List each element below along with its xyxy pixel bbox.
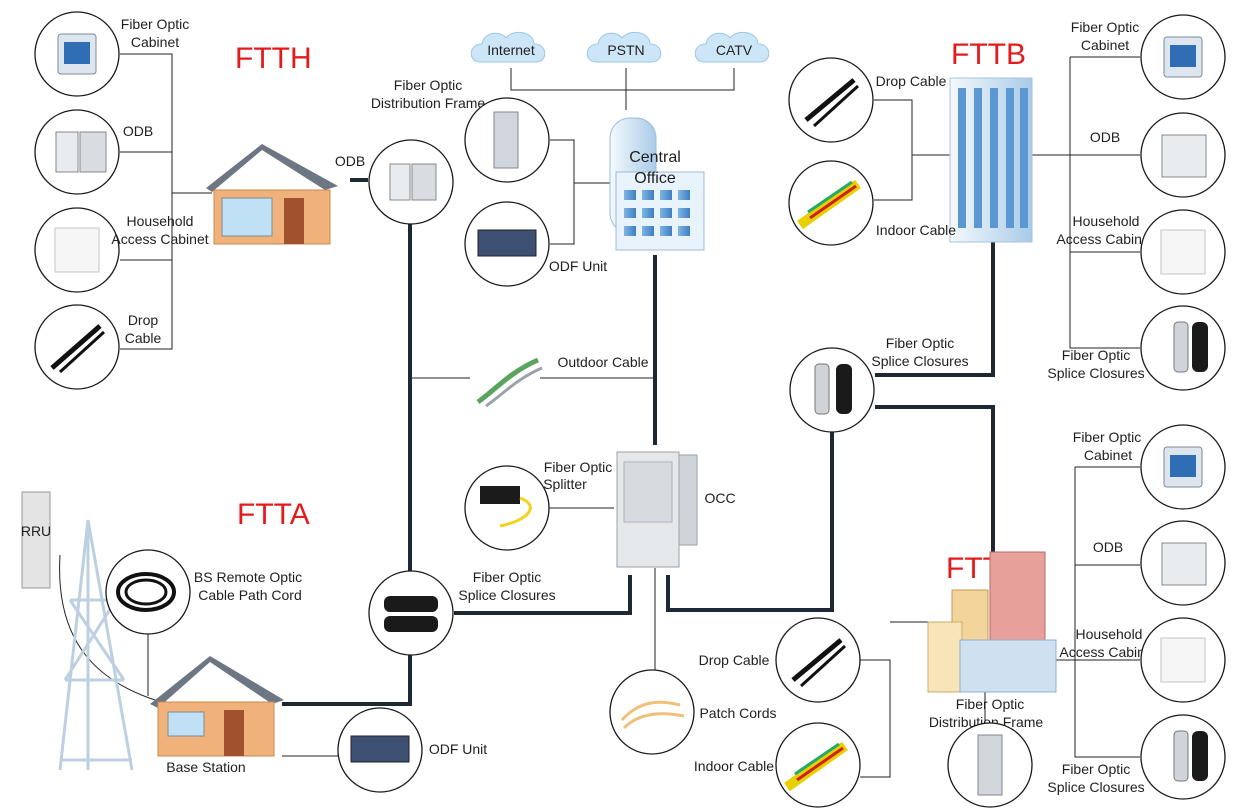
- ftth-drop-cable: Drop Cable: [34, 304, 162, 390]
- ftta-title: FTTA: [237, 498, 310, 531]
- co-odf-label: ODF Unit: [549, 258, 607, 274]
- fttc-indoor-cable: Indoor Cable: [694, 722, 861, 808]
- fttb-household-access-cabinet: Household Access Cabinet: [1056, 209, 1226, 295]
- co-frame-label-1: Fiber Optic: [394, 77, 462, 93]
- fttb-splice-right-label-1: Fiber Optic: [1062, 347, 1130, 363]
- co-odf-unit: ODF Unit: [464, 201, 607, 287]
- ftth-cabinet-label-2: Cabinet: [131, 34, 179, 50]
- ftta-splice-label-1: Fiber Optic: [473, 569, 541, 585]
- ftth-household-label-1: Household: [127, 213, 194, 229]
- fttb-indoor-label: Indoor Cable: [876, 222, 956, 238]
- catv-label: CATV: [716, 42, 753, 58]
- co-frame-label-2: Distribution Frame: [371, 95, 486, 111]
- fttc-drop-cable: Drop Cable: [699, 617, 861, 703]
- internet-label: Internet: [487, 42, 535, 58]
- ftth-house-odb-label: ODB: [335, 153, 365, 169]
- co-distribution-frame: Fiber Optic Distribution Frame: [371, 77, 550, 183]
- fttb-splice-closures-right: Fiber Optic Splice Closures: [1047, 305, 1226, 391]
- fiber-optic-splitter: Fiber Optic Splitter: [464, 459, 612, 551]
- fttb-cabinet-label-1: Fiber Optic: [1071, 19, 1139, 35]
- fttb-drop-label: Drop Cable: [876, 73, 947, 89]
- catv-cloud: CATV: [694, 31, 770, 63]
- ftth-household-label-2: Access Cabinet: [111, 231, 208, 247]
- fttc-splice-label-2: Splice Closures: [1047, 779, 1144, 795]
- central-office-label-line2: Office: [634, 170, 676, 187]
- ftth-drop-label-2: Cable: [125, 330, 162, 346]
- fttb-odb: ODB: [1090, 112, 1226, 198]
- ftth-cabinet-label-1: Fiber Optic: [121, 16, 189, 32]
- fttc-odb-label: ODB: [1093, 539, 1123, 555]
- patch-cords: Patch Cords: [609, 669, 777, 755]
- fttc-indoor-label: Indoor Cable: [694, 758, 774, 774]
- ftta-splice-label-2: Splice Closures: [458, 587, 555, 603]
- ftth-odb-label: ODB: [123, 123, 153, 139]
- fttb-splice-closures-mid: Fiber Optic Splice Closures: [789, 335, 969, 433]
- fttb-cabinet-label-2: Cabinet: [1081, 37, 1129, 53]
- base-station-house: Base Station: [150, 656, 284, 775]
- fttc-frame-label-2: Distribution Frame: [929, 714, 1044, 730]
- fttc-fiber-optic-cabinet: Fiber Optic Cabinet: [1073, 424, 1226, 510]
- splitter-label-1: Fiber Optic: [544, 459, 612, 475]
- fttc-distribution-frame: Fiber Optic Distribution Frame: [929, 696, 1044, 808]
- rru-label: RRU: [21, 523, 51, 539]
- base-station-label: Base Station: [166, 759, 245, 775]
- fttc-splice-label-1: Fiber Optic: [1062, 761, 1130, 777]
- ftta-odf-unit: ODF Unit: [337, 707, 487, 793]
- pstn-label: PSTN: [607, 42, 644, 58]
- splitter-label-2: Splitter: [543, 476, 587, 492]
- central-office-building: Central Office: [609, 117, 705, 251]
- bs-cord-label-1: BS Remote Optic: [194, 569, 302, 585]
- bs-cord-label-2: Cable Path Cord: [198, 587, 302, 603]
- fttc-drop-label: Drop Cable: [699, 652, 770, 668]
- fttb-title: FTTB: [951, 38, 1026, 71]
- fttb-splice-right-label-2: Splice Closures: [1047, 365, 1144, 381]
- bs-remote-optic-cable-path-cord: BS Remote Optic Cable Path Cord: [105, 549, 302, 635]
- internet-cloud: Internet: [470, 31, 546, 63]
- fttb-splice-mid-label-2: Splice Closures: [871, 353, 968, 369]
- ftth-title: FTTH: [235, 42, 312, 75]
- patch-cords-label: Patch Cords: [699, 705, 776, 721]
- ftth-household-access-cabinet: Household Access Cabinet: [34, 207, 209, 293]
- fttc-cabinet-label-1: Fiber Optic: [1073, 429, 1141, 445]
- fttc-household-label-2: Access Cabinet: [1059, 644, 1156, 660]
- fttc-buildings: [927, 551, 1057, 693]
- ftth-drop-label-1: Drop: [128, 312, 159, 328]
- ftth-house-odb: ODB: [335, 139, 454, 225]
- fttb-odb-label: ODB: [1090, 129, 1120, 145]
- connector-lines: [59, 53, 1140, 778]
- fttb-drop-cable: Drop Cable: [788, 57, 947, 143]
- fttb-splice-mid-label-1: Fiber Optic: [886, 335, 954, 351]
- fttb-household-label-1: Household: [1073, 213, 1140, 229]
- fttc-frame-label-1: Fiber Optic: [956, 696, 1024, 712]
- fttc-cabinet-label-2: Cabinet: [1084, 447, 1132, 463]
- fttc-household-label-1: Household: [1076, 626, 1143, 642]
- ftta-tower: RRU: [21, 491, 134, 771]
- outdoor-cable-label: Outdoor Cable: [557, 354, 648, 370]
- ftth-house: [206, 144, 338, 245]
- ftth-fiber-optic-cabinet: Fiber Optic Cabinet: [34, 11, 189, 97]
- pstn-cloud: PSTN: [586, 31, 662, 63]
- outdoor-cable: Outdoor Cable: [476, 354, 649, 408]
- fttc-household-access-cabinet: Household Access Cabinet: [1059, 617, 1226, 703]
- fttb-household-label-2: Access Cabinet: [1056, 231, 1153, 247]
- fttb-indoor-cable: Indoor Cable: [788, 160, 956, 246]
- fttb-fiber-optic-cabinet: Fiber Optic Cabinet: [1071, 14, 1226, 100]
- ftta-splice-closures: Fiber Optic Splice Closures: [368, 569, 556, 656]
- ftth-odb: ODB: [34, 109, 153, 195]
- central-office-label-line1: Central: [629, 149, 681, 166]
- ftta-odf-label: ODF Unit: [429, 741, 487, 757]
- fttc-odb: ODB: [1093, 520, 1226, 606]
- occ-label: OCC: [704, 490, 735, 506]
- fttb-building: [949, 77, 1033, 243]
- fttc-splice-closures: Fiber Optic Splice Closures: [1047, 714, 1226, 800]
- occ-cabinet: OCC: [616, 451, 736, 568]
